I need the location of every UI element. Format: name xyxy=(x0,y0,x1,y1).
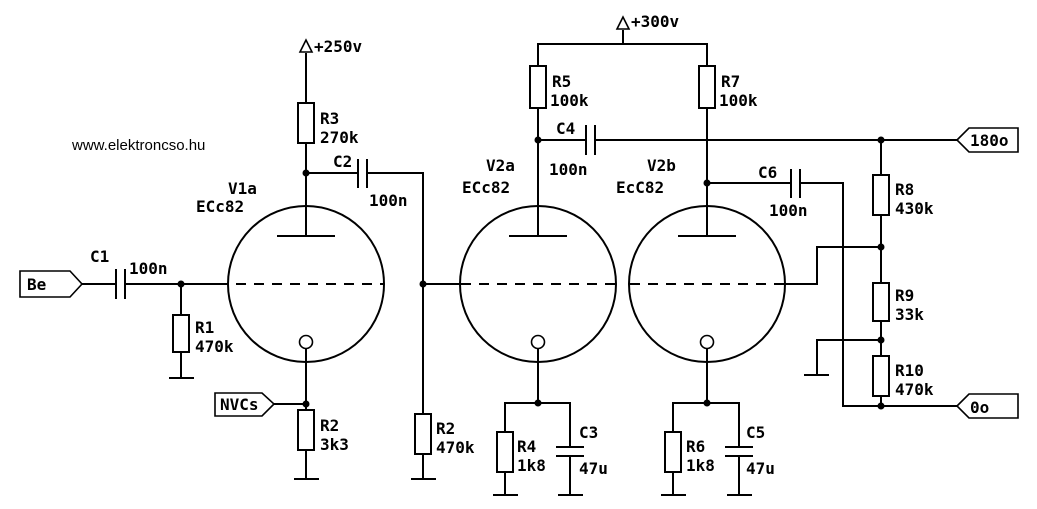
out0-port: 0o xyxy=(955,393,1019,419)
resistor-r8: R8 430k xyxy=(872,174,934,218)
c5-name: C5 xyxy=(746,423,765,442)
capacitor-c4: C4 100n xyxy=(549,119,596,179)
v2a-name: V2a xyxy=(486,156,515,175)
capacitor-c2: C2 100n xyxy=(333,152,408,210)
r7-name: R7 xyxy=(721,72,740,91)
r4-value: 1k8 xyxy=(517,456,546,475)
r10-value: 470k xyxy=(895,380,934,399)
c1-name: C1 xyxy=(90,247,109,266)
resistor-r2-3k3: R2 3k3 xyxy=(297,409,349,454)
nvcs-port: NVCs xyxy=(214,392,276,417)
out180-port: 180o xyxy=(955,127,1019,153)
v2b-type: EcC82 xyxy=(616,178,664,197)
resistor-r4: R4 1k8 xyxy=(496,431,546,475)
input-port: Be xyxy=(19,270,84,298)
r2a-name: R2 xyxy=(320,416,339,435)
capacitor-c1: C1 100n xyxy=(90,247,168,299)
v2b-name: V2b xyxy=(647,156,676,175)
r2b-name: R2 xyxy=(436,419,455,438)
resistor-r2-470k: R2 470k xyxy=(414,413,475,457)
r5-name: R5 xyxy=(552,72,571,91)
supply-300v-label: +300v xyxy=(631,12,680,31)
nvcs-port-label: NVCs xyxy=(220,395,259,414)
c4-value: 100n xyxy=(549,160,588,179)
r10-name: R10 xyxy=(895,361,924,380)
r9-name: R9 xyxy=(895,286,914,305)
c6-name: C6 xyxy=(758,163,777,182)
v1a-type: ECc82 xyxy=(196,197,244,216)
resistor-r7: R7 100k xyxy=(698,65,758,110)
out180-port-label: 180o xyxy=(970,131,1009,150)
resistor-r6: R6 1k8 xyxy=(664,431,715,475)
resistor-r1: R1 470k xyxy=(172,314,234,356)
r5-value: 100k xyxy=(550,91,589,110)
r3-value: 270k xyxy=(320,128,359,147)
resistor-r5: R5 100k xyxy=(529,65,589,110)
c2-name: C2 xyxy=(333,152,352,171)
c1-value: 100n xyxy=(129,259,168,278)
resistor-r9: R9 33k xyxy=(872,282,924,324)
c3-value: 47u xyxy=(579,459,608,478)
r4-name: R4 xyxy=(517,437,536,456)
resistor-r3: R3 270k xyxy=(297,102,359,147)
c4-name: C4 xyxy=(556,119,575,138)
r8-value: 430k xyxy=(895,199,934,218)
r6-name: R6 xyxy=(686,437,705,456)
r3-name: R3 xyxy=(320,109,339,128)
r9-value: 33k xyxy=(895,305,924,324)
supply-300v: +300v xyxy=(537,12,708,67)
v1a-name: V1a xyxy=(228,179,257,198)
input-port-label: Be xyxy=(27,275,46,294)
r7-value: 100k xyxy=(719,91,758,110)
r8-name: R8 xyxy=(895,180,914,199)
capacitor-c3: C3 47u xyxy=(556,423,608,478)
capacitor-c6: C6 100n xyxy=(758,163,808,220)
r2b-value: 470k xyxy=(436,438,475,457)
r6-value: 1k8 xyxy=(686,456,715,475)
resistor-r10: R10 470k xyxy=(872,355,934,399)
tube-v2a: V2a ECc82 xyxy=(459,156,617,363)
c5-value: 47u xyxy=(746,459,775,478)
v2a-type: ECc82 xyxy=(462,178,510,197)
out0-port-label: 0o xyxy=(970,398,989,417)
c2-value: 100n xyxy=(369,191,408,210)
tube-v1a: V1a ECc82 xyxy=(196,179,385,363)
r2a-value: 3k3 xyxy=(320,435,349,454)
r1-name: R1 xyxy=(195,318,214,337)
supply-250v: +250v xyxy=(298,37,363,104)
tube-v2b: V2b EcC82 xyxy=(616,156,786,363)
c6-value: 100n xyxy=(769,201,808,220)
c3-name: C3 xyxy=(579,423,598,442)
website-label: www.elektroncso.hu xyxy=(71,137,205,154)
supply-250v-label: +250v xyxy=(314,37,363,56)
r1-value: 470k xyxy=(195,337,234,356)
capacitor-c5: C5 47u xyxy=(725,423,775,478)
